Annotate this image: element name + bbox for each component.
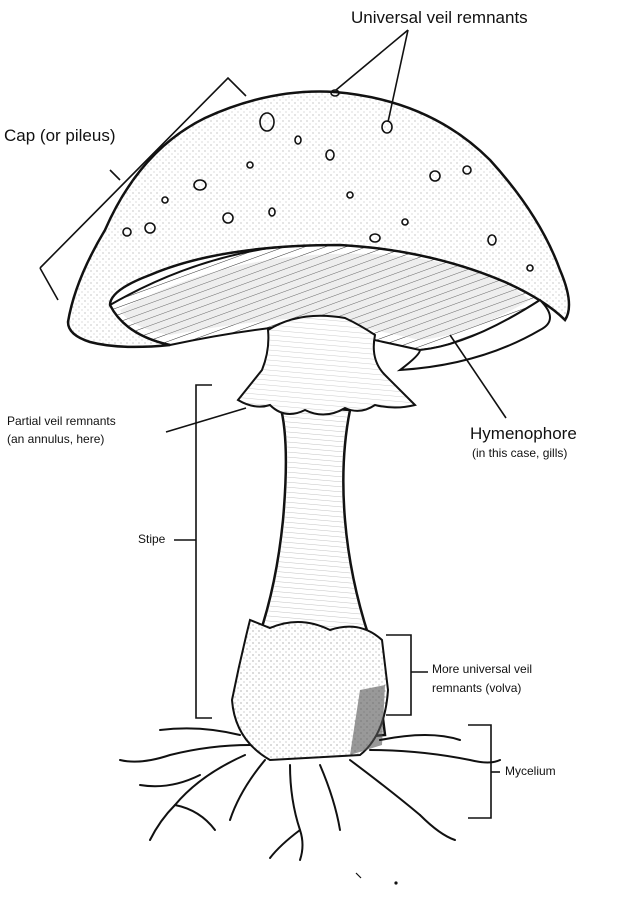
label-hymenophore-note: (in this case, gills) (472, 446, 568, 460)
label-mycelium: Mycelium (505, 764, 556, 778)
cap-stipple (68, 91, 569, 347)
label-volva-line1: More universal veil (432, 662, 533, 676)
label-partial-veil-line2: (an annulus, here) (7, 432, 105, 446)
mycelium (119, 727, 501, 861)
label-hymenophore: Hymenophore (470, 424, 577, 443)
label-cap: Cap (or pileus) (4, 126, 116, 145)
cap-warts (122, 89, 534, 272)
label-volva-line2: remnants (volva) (432, 681, 522, 695)
label-partial-veil-line1: Partial veil remnants (7, 414, 116, 428)
leader-lines (39, 29, 507, 819)
label-stipe: Stipe (138, 532, 166, 546)
label-universal-veil: Universal veil remnants (351, 8, 528, 27)
stray-dot (394, 881, 398, 885)
gills-shade (120, 253, 530, 340)
stray-mark (355, 872, 362, 879)
